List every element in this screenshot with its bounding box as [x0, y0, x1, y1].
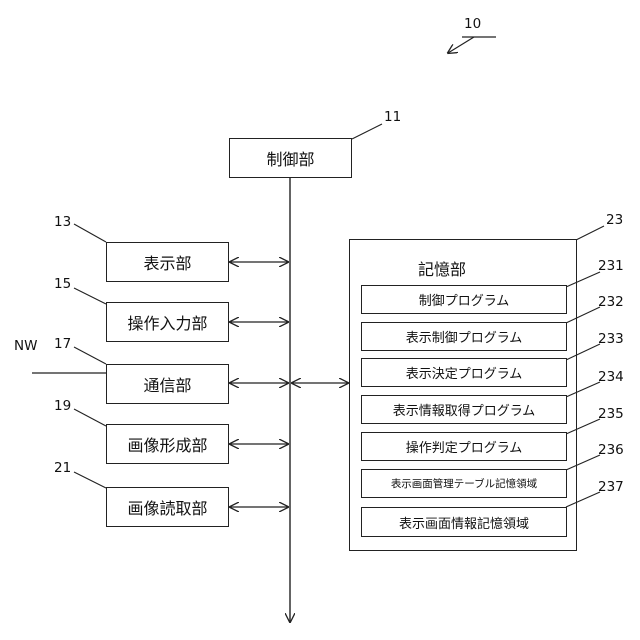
unit-image-forming-ref: 19	[54, 398, 71, 414]
controller-ref: 11	[384, 109, 401, 125]
figure-number: 10	[464, 16, 481, 32]
unit-operation-ref: 15	[54, 276, 71, 292]
storage-item-label: 表示情報取得プログラム	[393, 400, 536, 419]
controller-label: 制御部	[266, 146, 314, 170]
leader-19	[74, 409, 106, 426]
storage-item-ref: 233	[598, 331, 624, 347]
storage-item-screen-management-table-area: 表示画面管理テーブル記憶領域	[361, 469, 567, 498]
storage-item-label: 表示制御プログラム	[406, 327, 523, 346]
storage-item-ref: 231	[598, 258, 624, 274]
leader-13	[74, 224, 106, 242]
storage-item-ref: 234	[598, 369, 624, 385]
storage-label: 記憶部	[418, 256, 466, 280]
unit-communication-ref: 17	[54, 336, 71, 352]
storage-item-ref: 237	[598, 479, 624, 495]
storage-item-ref: 236	[598, 442, 624, 458]
leader-15	[74, 288, 106, 304]
storage-item-screen-info-area: 表示画面情報記憶領域	[361, 507, 567, 537]
figure-ref-arrow	[448, 37, 474, 53]
storage-item-ref: 235	[598, 406, 624, 422]
leader-11	[352, 124, 382, 139]
network-label: NW	[14, 338, 37, 354]
unit-image-reading-ref: 21	[54, 460, 71, 476]
unit-display-label: 表示部	[143, 250, 191, 274]
unit-operation-box: 操作入力部	[106, 302, 229, 342]
storage-item-control-program: 制御プログラム	[361, 285, 567, 314]
leader-21	[74, 472, 106, 488]
unit-operation-label: 操作入力部	[127, 310, 207, 334]
unit-image-reading-label: 画像読取部	[127, 495, 207, 519]
storage-item-label: 表示画面管理テーブル記憶領域	[391, 476, 537, 491]
unit-display-ref: 13	[54, 214, 71, 230]
storage-item-label: 操作判定プログラム	[406, 437, 523, 456]
unit-image-forming-box: 画像形成部	[106, 424, 229, 464]
unit-communication-box: 通信部	[106, 364, 229, 404]
storage-item-operation-judgment-program: 操作判定プログラム	[361, 432, 567, 461]
leader-17	[74, 347, 106, 364]
storage-item-display-decision-program: 表示決定プログラム	[361, 358, 567, 387]
unit-communication-label: 通信部	[143, 372, 191, 396]
unit-image-reading-box: 画像読取部	[106, 487, 229, 527]
storage-item-label: 制御プログラム	[419, 290, 510, 309]
storage-item-label: 表示決定プログラム	[406, 363, 523, 382]
leader-23	[576, 226, 604, 240]
storage-item-ref: 232	[598, 294, 624, 310]
storage-item-label: 表示画面情報記憶領域	[399, 513, 529, 532]
storage-item-display-control-program: 表示制御プログラム	[361, 322, 567, 351]
unit-image-forming-label: 画像形成部	[127, 432, 207, 456]
storage-ref: 23	[606, 212, 623, 228]
unit-display-box: 表示部	[106, 242, 229, 282]
storage-item-display-info-acquisition-program: 表示情報取得プログラム	[361, 395, 567, 424]
controller-box: 制御部	[229, 138, 352, 178]
